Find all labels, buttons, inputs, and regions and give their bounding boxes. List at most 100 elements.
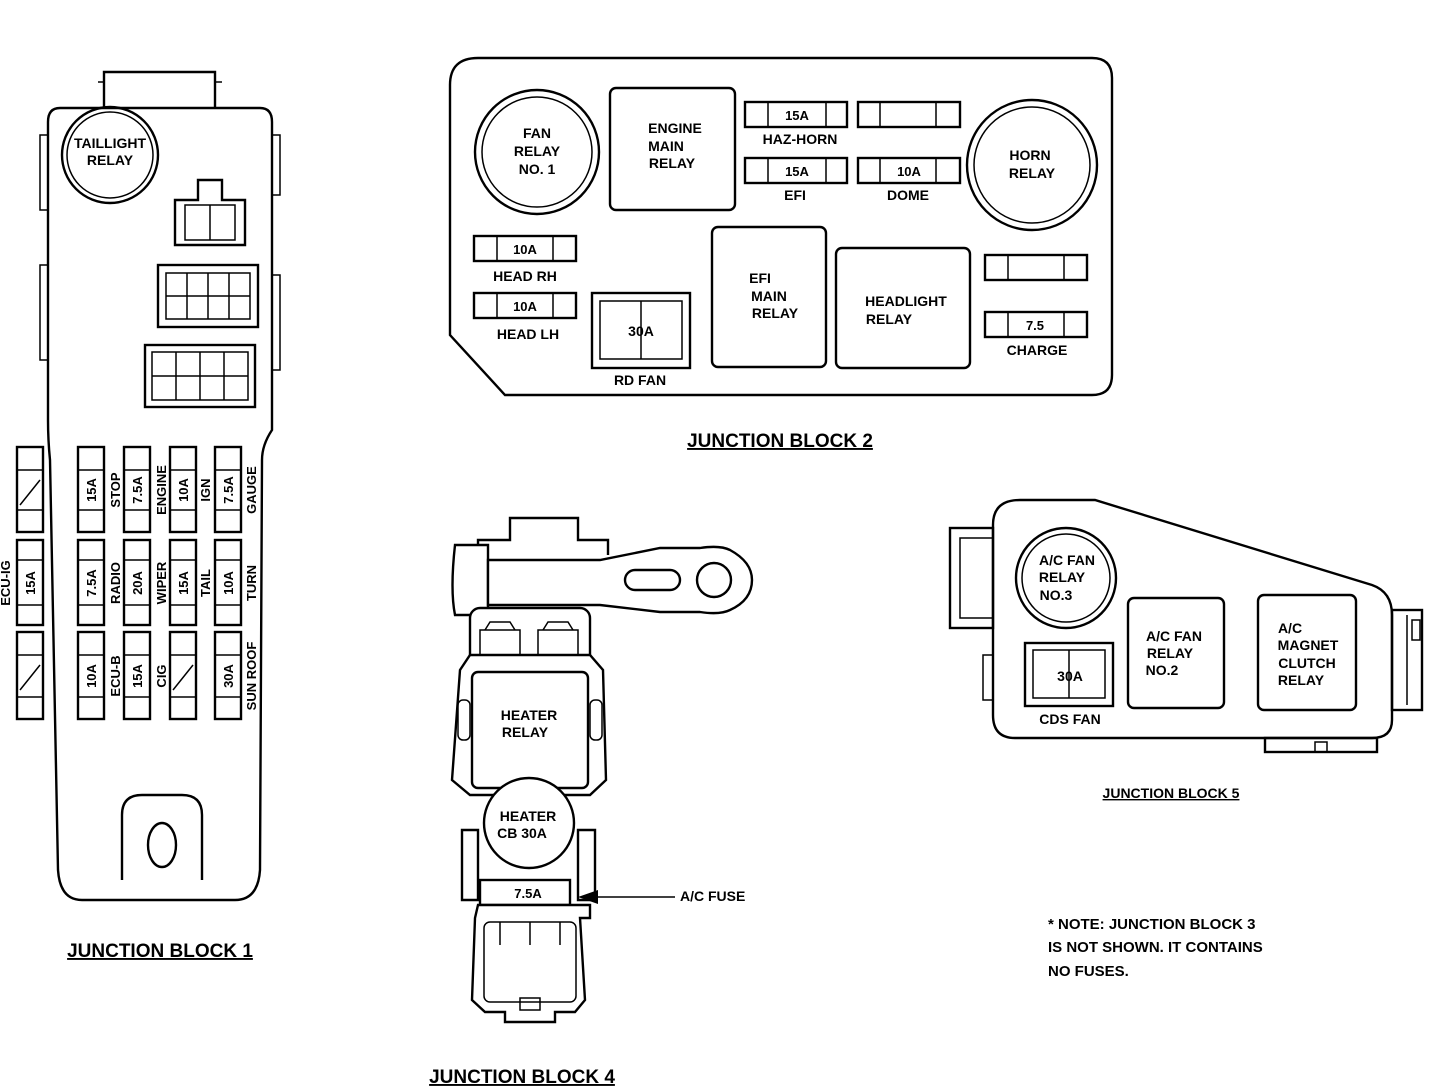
fuse-name: TAIL	[198, 569, 213, 597]
fuse-name: IGN	[198, 478, 213, 501]
jb1-fuse-grid: 15A STOP 7.5A ENGINE 10A IGN 7.5A GAUGE	[76, 445, 259, 721]
spare-fuse-slot	[983, 253, 1089, 282]
fuse-tail: 15A TAIL	[168, 538, 213, 627]
relay-label: HORN	[1009, 147, 1050, 163]
fuse-amp: 30A	[1057, 668, 1083, 684]
fuse-name: ENGINE	[154, 465, 169, 515]
fuse-name: HAZ-HORN	[763, 131, 838, 147]
fuse-amp: 15A	[23, 570, 38, 594]
relay-label: RELAY	[1278, 672, 1325, 688]
efi-main-relay	[710, 225, 828, 369]
fuse-amp: 30A	[628, 323, 654, 339]
relay-label: RELAY	[514, 143, 561, 159]
ac-fan-relay-no3	[1014, 526, 1118, 630]
junction-block-2: FAN RELAY NO. 1 ENGINE MAIN RELAY 15A HA…	[448, 56, 1114, 452]
fuse-name: HEAD LH	[497, 326, 559, 342]
fuse-haz-horn: 15A HAZ-HORN	[743, 100, 849, 147]
relay-label: MAIN	[648, 138, 684, 154]
cb-label: CB 30A	[497, 825, 547, 841]
fuse-name: CDS FAN	[1039, 711, 1100, 727]
fuse-name: SUN ROOF	[244, 642, 259, 711]
note-line: * NOTE: JUNCTION BLOCK 3	[1048, 916, 1256, 933]
junction-block-1-title: JUNCTION BLOCK 1	[67, 941, 253, 962]
fuse-radio: 7.5A RADIO	[76, 538, 123, 627]
fuse-engine: 7.5A ENGINE	[122, 445, 169, 534]
relay-label: A/C FAN	[1039, 552, 1095, 568]
fuse-head-rh: 10A HEAD RH	[472, 234, 578, 284]
fuse-amp: 7.5A	[84, 569, 99, 597]
fuse-efi: 15A EFI	[743, 156, 849, 203]
junction-block-5: A/C FAN RELAY NO.3 30A CDS FAN A/C FAN R…	[948, 498, 1424, 801]
fuse-amp: 7.5	[1026, 318, 1044, 333]
connector	[156, 263, 260, 329]
relay-label: RELAY	[1147, 645, 1194, 661]
fuse-cds-fan: 30A CDS FAN	[1023, 641, 1115, 727]
junction-block-2-title: JUNCTION BLOCK 2	[687, 431, 873, 452]
fuse-name: CHARGE	[1007, 342, 1068, 358]
relay-label: NO. 1	[519, 161, 556, 177]
taillight-relay-circle	[60, 105, 160, 205]
relay-label: NO.2	[1146, 662, 1179, 678]
relay-label: ENGINE	[648, 120, 702, 136]
heater-cb	[482, 776, 576, 870]
fuse-name: STOP	[108, 472, 123, 507]
fuse-ecu-ig	[15, 538, 45, 627]
fuse-name: GAUGE	[244, 466, 259, 514]
junction-block-5-title: JUNCTION BLOCK 5	[1103, 785, 1240, 801]
relay-label: EFI	[749, 270, 771, 286]
fuse-charge: 7.5 CHARGE	[983, 310, 1089, 358]
junction-block-1: TAILLIGHT RELAY 15A ECU-IG	[0, 70, 281, 962]
fuse-amp: 10A	[513, 242, 537, 257]
fuse-name: RD FAN	[614, 372, 666, 388]
fuse-amp: 7.5A	[514, 886, 542, 901]
relay-label: RELAY	[866, 311, 913, 327]
arrow-head	[578, 890, 598, 904]
spare-fuse-slot	[15, 630, 45, 721]
fuse-name: ECU-B	[108, 655, 123, 696]
relay-label: RELAY	[752, 305, 799, 321]
ac-fuse-label: A/C FUSE	[680, 888, 745, 904]
relay-label: CLUTCH	[1278, 655, 1336, 671]
relay-label: MAGNET	[1278, 637, 1339, 653]
relay-label: RELAY	[1039, 569, 1086, 585]
fuse-ac: 7.5A	[478, 878, 572, 907]
spare-fuse-slot	[168, 630, 198, 721]
fuse-amp: 10A	[84, 663, 99, 687]
fuse-amp: 15A	[130, 663, 145, 687]
spare-fuse-slot	[15, 445, 45, 534]
junction-block-4-title: JUNCTION BLOCK 4	[429, 1067, 615, 1088]
fuse-amp: 10A	[513, 299, 537, 314]
relay-label: A/C FAN	[1146, 628, 1202, 644]
relay-label: RELAY	[649, 155, 696, 171]
fuse-head-lh: 10A HEAD LH	[472, 291, 578, 342]
relay-label: NO.3	[1040, 587, 1073, 603]
fuse-amp: 10A	[897, 164, 921, 179]
cb-label: HEATER	[500, 808, 557, 824]
fuse-name: DOME	[887, 187, 929, 203]
fuse-amp: 7.5A	[221, 476, 236, 504]
fuse-sun-roof: 30A SUN ROOF	[213, 630, 259, 721]
fuse-wiper: 20A WIPER	[122, 538, 169, 627]
spare-fuse-slot	[856, 100, 962, 129]
fuse-amp: 20A	[130, 570, 145, 594]
taillight-relay-label: TAILLIGHT	[74, 135, 147, 151]
relay-label: RELAY	[1009, 165, 1056, 181]
fuse-turn: 10A TURN	[213, 538, 259, 627]
relay-label: FAN	[523, 125, 551, 141]
fuse-amp: 15A	[785, 164, 809, 179]
fuse-amp: 10A	[221, 570, 236, 594]
fuse-name: WIPER	[154, 561, 169, 604]
fuse-amp: 30A	[221, 663, 236, 687]
fuse-amp: 10A	[176, 477, 191, 501]
fuse-amp: 15A	[176, 570, 191, 594]
fuse-amp: 15A	[84, 477, 99, 501]
fuse-dome: 10A DOME	[856, 156, 962, 203]
note-block: * NOTE: JUNCTION BLOCK 3 IS NOT SHOWN. I…	[1048, 916, 1263, 980]
fuse-name: TURN	[244, 565, 259, 601]
fuse-gauge: 7.5A GAUGE	[213, 445, 259, 534]
connector	[173, 178, 247, 247]
fuse-ecu-b: 10A ECU-B	[76, 630, 123, 721]
fuse-name: ECU-IG	[0, 560, 13, 606]
fan-relay-no1	[473, 88, 601, 216]
